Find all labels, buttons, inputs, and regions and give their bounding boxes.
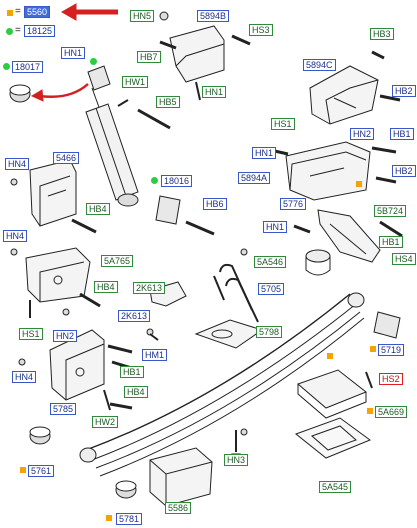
orange-marker-5a669 [367,408,373,414]
label-hn2-left[interactable]: HN2 [53,330,78,342]
label-2k613[interactable]: 2K613 [133,282,166,294]
label-hn1-mid[interactable]: HN1 [252,147,277,159]
label-5705[interactable]: 5705 [258,283,285,295]
label-5894c[interactable]: 5894C [303,59,336,71]
label-hb1-right[interactable]: HB1 [390,128,414,140]
shock-absorber [85,65,139,207]
label-hb3[interactable]: HB3 [370,28,394,40]
orange-marker-5781 [106,515,112,521]
label-5586[interactable]: 5586 [165,502,192,514]
label-hs1-top[interactable]: HS1 [271,118,295,130]
label-hw1[interactable]: HW1 [122,76,148,88]
label-hs3[interactable]: HS3 [249,24,273,36]
label-hb1-bot[interactable]: HB1 [120,366,144,378]
label-5a669[interactable]: 5A669 [375,406,408,418]
label-hn5[interactable]: HN5 [130,10,155,22]
shackle-5776 [317,209,381,263]
label-5b724[interactable]: 5B724 [374,205,407,217]
label-hn1-top[interactable]: HN1 [202,86,227,98]
label-hn2-right[interactable]: HN2 [350,128,375,140]
label-5761[interactable]: 5761 [28,465,55,477]
label-hn4-bot[interactable]: HN4 [12,371,37,383]
bracket-5466 [29,159,77,227]
label-5785[interactable]: 5785 [50,403,77,415]
green-marker-hn1 [90,58,97,65]
label-5a765[interactable]: 5A765 [101,255,134,267]
plate-5798 [194,319,264,349]
label-18016[interactable]: 18016 [161,175,193,187]
plate-5a669 [297,369,367,419]
orange-marker-5560 [327,353,333,359]
label-hb1-mid[interactable]: HB1 [379,236,403,248]
label-hb4-bot[interactable]: HB4 [124,386,148,398]
hanger-5785 [49,329,105,401]
leaf-spring-5560 [79,292,365,477]
label-hb2-mid[interactable]: HB2 [392,165,416,177]
bushing-5781 [115,480,137,499]
label-hb5[interactable]: HB5 [156,96,180,108]
plate-5a545 [294,417,372,459]
green-marker-18017 [3,63,10,70]
label-hn4-top[interactable]: HN4 [5,158,30,170]
label-hn1-right[interactable]: HN1 [263,221,288,233]
label-2k613-main[interactable]: 2K613 [118,310,151,322]
bracket-5894a [285,141,371,201]
bushing-5761 [29,426,51,445]
block-5586 [149,447,213,507]
label-5719[interactable]: 5719 [378,344,405,356]
bracket-5894b [159,25,225,101]
label-hb2-top[interactable]: HB2 [392,85,416,97]
orange-marker-5894a [356,181,362,187]
label-hn4-mid[interactable]: HN4 [3,230,28,242]
green-marker-18016 [151,177,158,184]
legend-orange-marker [7,10,13,16]
label-18017[interactable]: 18017 [12,61,44,73]
orange-marker-5761 [20,467,26,473]
label-5466[interactable]: 5466 [53,152,80,164]
bump-stop-5a546 [305,249,331,276]
bracket-5894c [309,65,379,125]
label-hb7[interactable]: HB7 [137,51,161,63]
label-5798[interactable]: 5798 [256,326,283,338]
label-hb6[interactable]: HB6 [203,198,227,210]
label-5776[interactable]: 5776 [280,198,307,210]
label-5894a[interactable]: 5894A [238,172,271,184]
u-bolt-5705 [213,263,259,323]
label-hs4[interactable]: HS4 [392,253,416,265]
legend-ref-18125[interactable]: 18125 [24,25,56,37]
legend-equals-green: = [15,25,21,36]
label-hs2-highlight[interactable]: HS2 [379,373,403,385]
label-5781[interactable]: 5781 [116,513,143,525]
label-hb4-top[interactable]: HB4 [86,203,110,215]
bushing-red-arrow [39,83,89,98]
bushing-18016 [155,195,181,225]
legend-green-marker [6,28,13,35]
label-5a545[interactable]: 5A545 [319,481,352,493]
legend-equals-orange: = [15,6,21,17]
bushing-5719 [373,311,401,339]
label-hs1-mid[interactable]: HS1 [19,328,43,340]
orange-marker-5719 [370,346,376,352]
label-5a546[interactable]: 5A546 [254,256,287,268]
label-hb4-mid[interactable]: HB4 [94,281,118,293]
label-hm1[interactable]: HM1 [142,349,168,361]
label-hn3[interactable]: HN3 [224,454,249,466]
legend-ref-5560[interactable]: 5560 [24,6,51,18]
label-hw2[interactable]: HW2 [92,416,118,428]
label-5894b[interactable]: 5894B [197,10,230,22]
label-hn1-left[interactable]: HN1 [61,47,86,59]
